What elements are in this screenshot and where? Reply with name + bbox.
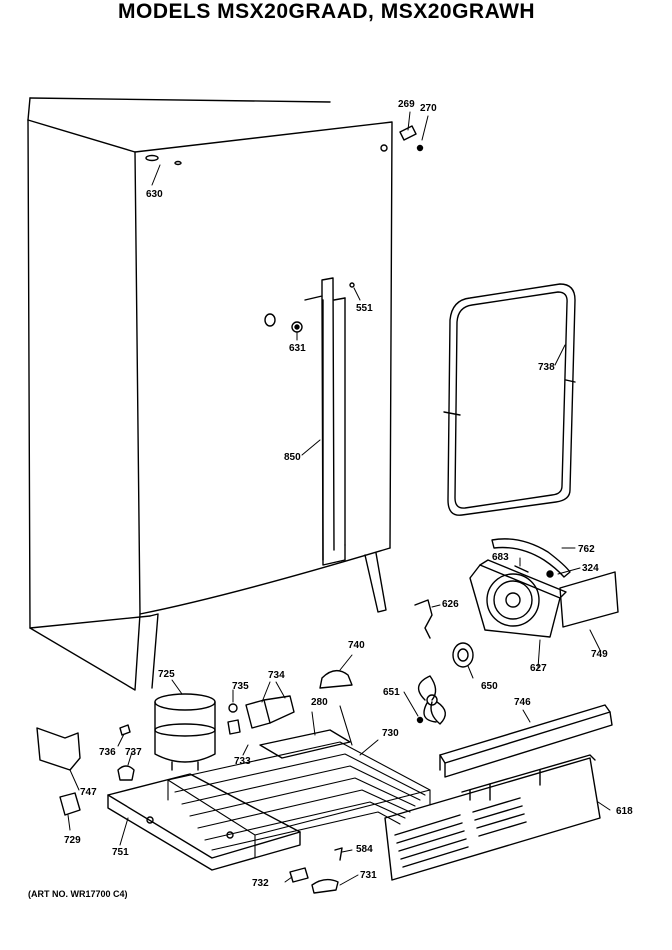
part-label-731: 731 xyxy=(360,870,377,881)
part-label-730: 730 xyxy=(382,728,399,739)
channel xyxy=(439,704,613,778)
sensor xyxy=(414,599,433,639)
part-label-627: 627 xyxy=(530,663,547,674)
clip-740 xyxy=(319,670,353,689)
compressor xyxy=(154,693,216,771)
part-label-732: 732 xyxy=(252,878,269,889)
fan-shroud xyxy=(469,559,567,638)
part-label-736: 736 xyxy=(99,747,116,758)
grommet xyxy=(117,765,135,781)
base-pan xyxy=(107,773,301,871)
grille xyxy=(384,754,601,881)
part-label-618: 618 xyxy=(616,806,633,817)
part-label-729: 729 xyxy=(64,835,81,846)
part-label-747: 747 xyxy=(80,787,97,798)
divider-channel xyxy=(304,277,346,566)
condenser xyxy=(167,705,431,859)
part-731 xyxy=(311,878,339,894)
part-label-734: 734 xyxy=(268,670,285,681)
screw xyxy=(514,565,529,573)
part-label-280: 280 xyxy=(311,697,328,708)
bracket xyxy=(259,729,351,759)
gasket xyxy=(443,283,576,516)
part-label-850: 850 xyxy=(284,452,301,463)
part-732 xyxy=(289,867,309,883)
strap xyxy=(36,727,81,771)
leader-lines xyxy=(67,111,611,886)
part-label-733: 733 xyxy=(234,756,251,767)
part-label-551: 551 xyxy=(356,303,373,314)
tube xyxy=(491,538,571,578)
part-label-725: 725 xyxy=(158,669,175,680)
part-label-631: 631 xyxy=(289,343,306,354)
part-label-740: 740 xyxy=(348,640,365,651)
part-label-324: 324 xyxy=(582,563,599,574)
part-label-746: 746 xyxy=(514,697,531,708)
clip xyxy=(546,570,554,578)
part-label-650: 650 xyxy=(481,681,498,692)
part-label-651: 651 xyxy=(383,687,400,698)
part-label-735: 735 xyxy=(232,681,249,692)
part-label-584: 584 xyxy=(356,844,373,855)
refrigerator-cabinet xyxy=(27,97,393,691)
part-label-683: 683 xyxy=(492,552,509,563)
evaporator-cover xyxy=(559,571,619,628)
part-label-269: 269 xyxy=(398,99,415,110)
relay xyxy=(227,695,295,735)
part-label-738: 738 xyxy=(538,362,555,373)
part-label-626: 626 xyxy=(442,599,459,610)
part-label-751: 751 xyxy=(112,847,129,858)
part-736 xyxy=(119,724,131,736)
art-number: (ART NO. WR17700 C4) xyxy=(28,889,128,899)
part-label-762: 762 xyxy=(578,544,595,555)
part-729 xyxy=(59,792,81,816)
part-label-737: 737 xyxy=(125,747,142,758)
part-label-630: 630 xyxy=(146,189,163,200)
diagram-title: MODELS MSX20GRAAD, MSX20GRAWH xyxy=(118,0,536,23)
part-label-270: 270 xyxy=(420,103,437,114)
part-label-749: 749 xyxy=(591,649,608,660)
fan-motor xyxy=(452,642,474,668)
screw-584 xyxy=(334,847,343,861)
fan-blade xyxy=(416,675,446,725)
